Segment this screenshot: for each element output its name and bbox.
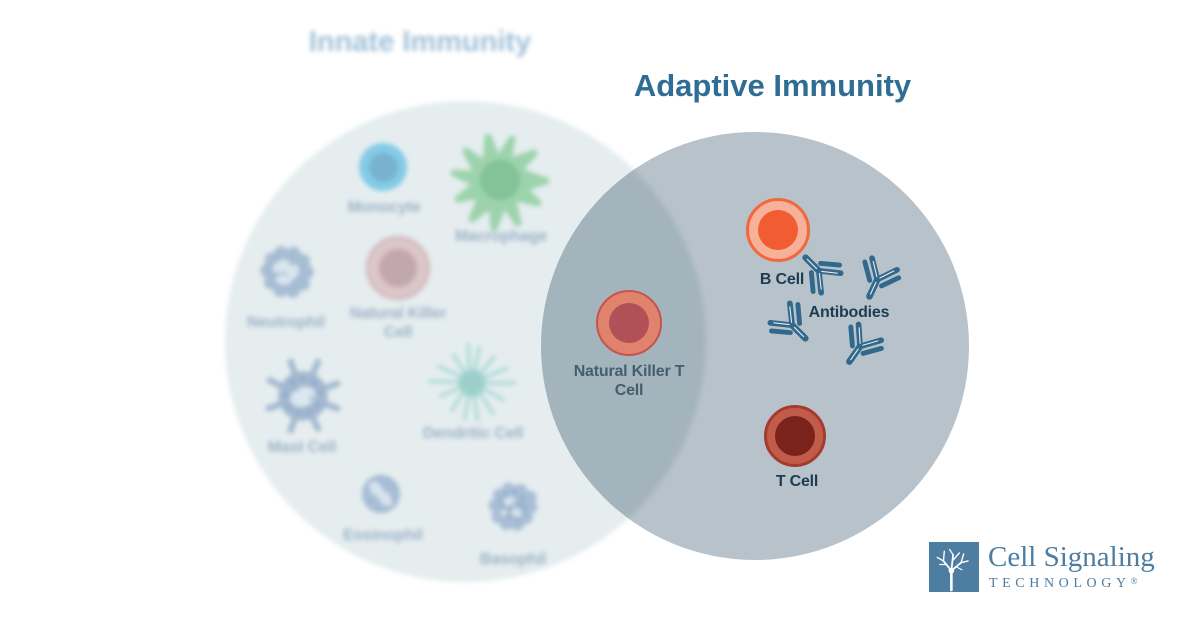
- natural-killer-t-cell-label: Natural Killer T Cell: [573, 363, 685, 399]
- antibody-icon: [825, 309, 897, 381]
- registered-mark: ®: [1130, 576, 1138, 586]
- mast-cell-label: Mast Cell: [267, 439, 337, 456]
- neutrophil-label: Neutrophil: [247, 314, 325, 331]
- natural-killer-cell-icon: [366, 236, 430, 300]
- eosinophil-label: Eosinophil: [343, 527, 423, 544]
- b-cell-icon: [746, 198, 810, 262]
- cell-signaling-logo: Cell Signaling TECHNOLOGY®: [929, 541, 1169, 602]
- antibodies-label: Antibodies: [808, 304, 890, 321]
- mast-cell-icon: [259, 352, 347, 440]
- antibody-icon: [754, 287, 828, 361]
- dendritic-cell-icon: [426, 337, 518, 429]
- b-cell-label: B Cell: [759, 271, 805, 288]
- dendritic-cell-label: Dendritic Cell: [422, 425, 524, 442]
- antibody-icon: [783, 235, 857, 309]
- natural-killer-cell-label: Natural Killer Cell: [349, 305, 447, 341]
- logo-sub-brand-text: TECHNOLOGY®: [989, 576, 1169, 592]
- basophil-label: Basophil: [480, 551, 546, 568]
- natural-killer-t-cell-icon: [596, 290, 662, 356]
- eosinophil-icon: [349, 462, 413, 526]
- macrophage-label: Macrophage: [454, 228, 548, 245]
- neutrophil-icon: [251, 236, 323, 308]
- monocyte-label: Monocyte: [347, 199, 421, 216]
- logo-brand-text: Cell Signaling: [988, 541, 1155, 573]
- adaptive-immunity-title: Adaptive Immunity: [633, 68, 912, 103]
- innate-immunity-title: Innate Immunity: [308, 26, 532, 58]
- monocyte-icon: [359, 143, 407, 191]
- t-cell-label: T Cell: [775, 473, 819, 490]
- macrophage-icon: [450, 131, 550, 231]
- logo-technology-text: TECHNOLOGY: [989, 576, 1131, 591]
- t-cell-icon: [764, 405, 826, 467]
- antibody-icon: [843, 243, 912, 312]
- cst-tree-icon: [929, 542, 979, 592]
- basophil-icon: [476, 470, 550, 544]
